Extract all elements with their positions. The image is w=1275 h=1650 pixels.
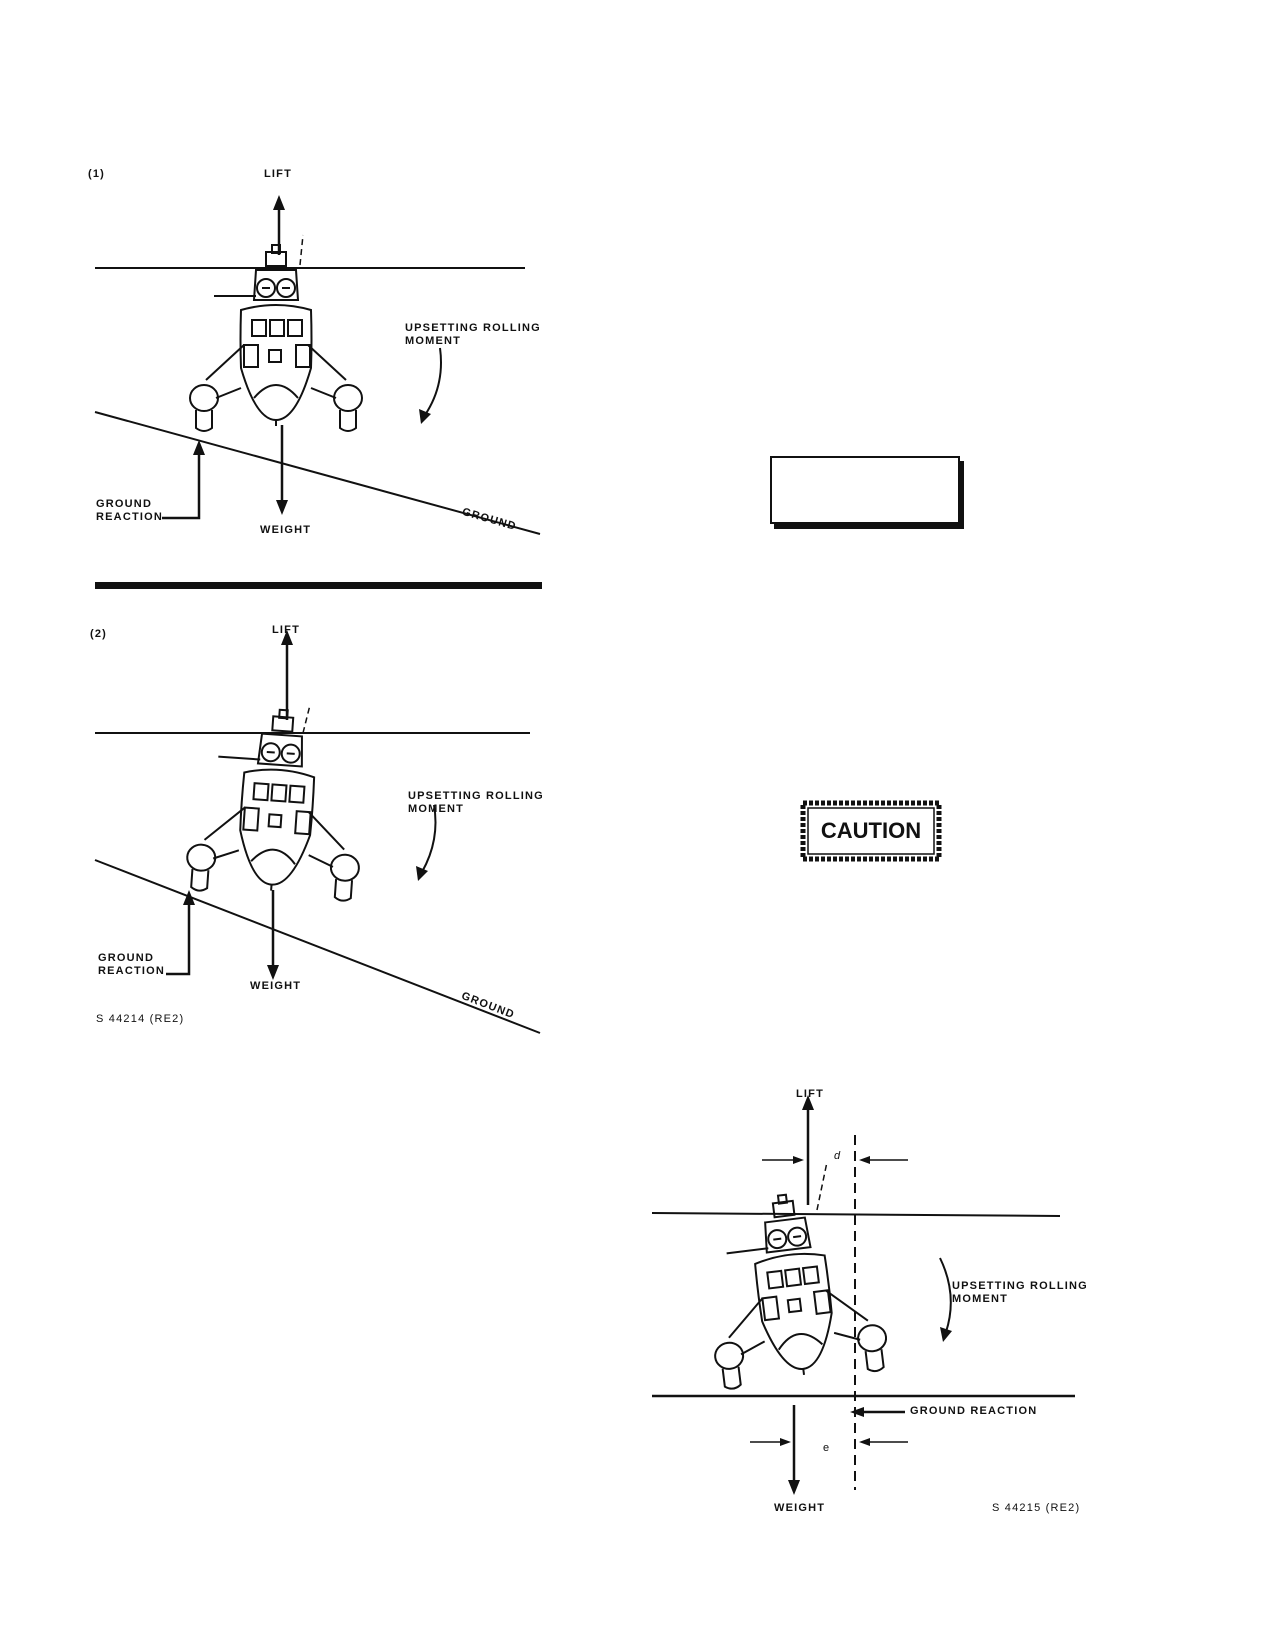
cg-dashed-line [299,234,304,266]
ground-reaction-arrowhead [850,1407,864,1417]
helicopter-front-view [186,708,360,902]
lift-arrowhead [281,630,293,645]
helicopter-front-view [189,244,363,432]
e-left-dim-arrowhead [780,1438,791,1446]
weight-arrowhead [267,965,279,980]
ground-reaction-arrow [162,450,201,520]
weight-arrowhead [788,1480,800,1495]
e-right-dim-arrowhead [859,1438,870,1446]
ground-reaction-arrow [166,900,191,976]
lift-arrowhead [802,1095,814,1110]
fig1-weight-label: WEIGHT [260,524,312,536]
fig3-weight-label: WEIGHT [774,1502,826,1514]
figure-2-diagram [94,630,541,1034]
ground-reaction-arrowhead [193,440,205,455]
caution-box: CAUTION [800,800,942,862]
fig1-upsetting-label: UPSETTING ROLLING MOMENT [405,322,541,347]
fig2-panel-number: (2) [90,628,108,640]
rotor-line [651,1212,1061,1217]
helicopter-front-view [714,1193,888,1390]
caution-border [800,800,942,862]
weight-arrowhead [276,500,288,515]
fig1-panel-number: (1) [88,168,106,180]
fig2-weight-label: WEIGHT [250,980,302,992]
figure-divider [95,582,542,589]
cg-dashed-line [302,704,311,734]
rolling-moment-arrow [939,1257,952,1333]
fig3-reference-number: S 44215 (RE2) [992,1502,1081,1514]
fig2-upsetting-label: UPSETTING ROLLING MOMENT [408,790,544,815]
ground-reaction-arrowhead [183,890,195,905]
warning-box [770,456,960,524]
rolling-moment-arrowhead [940,1327,952,1342]
fig2-lift-label: LIFT [272,624,301,636]
ground-line [94,859,541,1034]
rolling-moment-arrow [421,804,437,873]
rolling-moment-arrow [424,347,442,416]
ground-line [94,411,541,535]
fig3-lift-label: LIFT [796,1088,825,1100]
fig2-reference-number: S 44214 (RE2) [96,1013,185,1025]
fig1-ground-reaction-label: GROUND REACTION [96,498,164,523]
fig2-ground-reaction-label: GROUND REACTION [98,952,166,977]
rolling-moment-arrowhead [416,866,428,881]
lift-arrowhead [273,195,285,210]
fig1-lift-label: LIFT [264,168,293,180]
rolling-moment-arrowhead [419,409,431,424]
d-left-dim-arrowhead [793,1156,804,1164]
d-right-dim-arrowhead [859,1156,870,1164]
fig3-e-label: e [823,1442,831,1454]
fig3-upsetting-label: UPSETTING ROLLING MOMENT [952,1280,1088,1305]
cg-dashed-line [816,1161,828,1211]
figure-1-diagram [94,195,541,535]
fig3-ground-reaction-label: GROUND REACTION [910,1405,1038,1417]
caution-title: CAUTION [820,818,922,843]
figure-3-diagram [651,1095,1075,1495]
fig3-d-label: d [834,1150,842,1162]
